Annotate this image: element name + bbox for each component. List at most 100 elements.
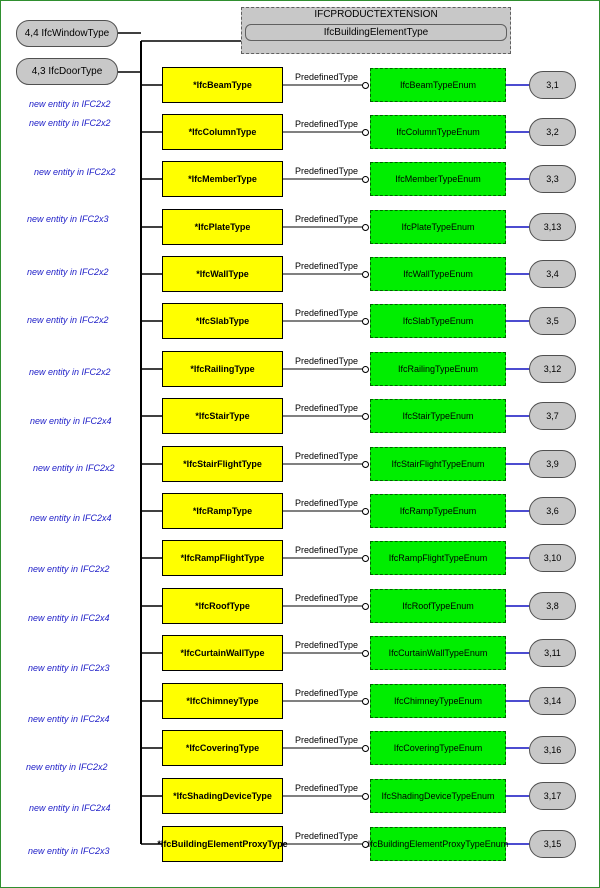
relationship-end-circle (362, 271, 369, 278)
enum-type-box[interactable]: IfcPlateTypeEnum (370, 210, 506, 244)
entity-type-box[interactable]: *IfcCurtainWallType (162, 635, 283, 671)
version-note: new entity in IFC2x4 (28, 714, 110, 724)
entity-type-box[interactable]: *IfcColumnType (162, 114, 283, 150)
ref-door-type[interactable]: 4,3 IfcDoorType (16, 58, 118, 85)
version-note: new entity in IFC2x4 (29, 803, 111, 813)
version-note: new entity in IFC2x2 (33, 463, 115, 473)
page-ref-oval[interactable]: 3,12 (529, 355, 576, 383)
entity-type-box[interactable]: *IfcCoveringType (162, 730, 283, 766)
relationship-end-circle (362, 461, 369, 468)
predefined-type-label: PredefinedType (295, 261, 359, 271)
version-note: new entity in IFC2x3 (28, 663, 110, 673)
entity-type-box[interactable]: *IfcStairFlightType (162, 446, 283, 482)
enum-type-box[interactable]: IfcWallTypeEnum (370, 257, 506, 291)
enum-type-box[interactable]: IfcSlabTypeEnum (370, 304, 506, 338)
page-ref-oval[interactable]: 3,10 (529, 544, 576, 572)
page-ref-oval[interactable]: 3,9 (529, 450, 576, 478)
version-note: new entity in IFC2x3 (28, 846, 110, 856)
predefined-type-label: PredefinedType (295, 403, 359, 413)
relationship-end-circle (362, 129, 369, 136)
enum-type-box[interactable]: IfcBeamTypeEnum (370, 68, 506, 102)
entity-type-box[interactable]: *IfcBuildingElementProxyType (157, 826, 288, 862)
schema-header-box: IFCPRODUCTEXTENSION IfcBuildingElementTy… (241, 7, 511, 54)
version-note: new entity in IFC2x2 (28, 564, 110, 574)
relationship-end-circle (362, 745, 369, 752)
relationship-end-circle (362, 603, 369, 610)
entity-type-box[interactable]: *IfcRampType (162, 493, 283, 529)
predefined-type-label: PredefinedType (295, 498, 359, 508)
version-note: new entity in IFC2x2 (27, 267, 109, 277)
entity-type-box[interactable]: *IfcRampFlightType (162, 540, 283, 576)
enum-type-box[interactable]: IfcColumnTypeEnum (370, 115, 506, 149)
page-ref-oval[interactable]: 3,11 (529, 639, 576, 667)
entity-type-box[interactable]: *IfcRoofType (162, 588, 283, 624)
entity-type-box[interactable]: *IfcWallType (162, 256, 283, 292)
enum-type-box[interactable]: IfcStairFlightTypeEnum (370, 447, 506, 481)
version-note: new entity in IFC2x2 (27, 315, 109, 325)
enum-type-box[interactable]: IfcBuildingElementProxyTypeEnum (368, 827, 508, 861)
page-ref-oval[interactable]: 3,5 (529, 307, 576, 335)
page-ref-oval[interactable]: 3,2 (529, 118, 576, 146)
predefined-type-label: PredefinedType (295, 831, 359, 841)
relationship-end-circle (362, 793, 369, 800)
enum-type-box[interactable]: IfcChimneyTypeEnum (370, 684, 506, 718)
entity-type-box[interactable]: *IfcStairType (162, 398, 283, 434)
page-ref-oval[interactable]: 3,1 (529, 71, 576, 99)
predefined-type-label: PredefinedType (295, 640, 359, 650)
enum-type-box[interactable]: IfcCurtainWallTypeEnum (370, 636, 506, 670)
predefined-type-label: PredefinedType (295, 166, 359, 176)
entity-type-box[interactable]: *IfcShadingDeviceType (162, 778, 283, 814)
enum-type-box[interactable]: IfcMemberTypeEnum (370, 162, 506, 196)
entity-type-box[interactable]: *IfcBeamType (162, 67, 283, 103)
page-ref-oval[interactable]: 3,15 (529, 830, 576, 858)
enum-type-box[interactable]: IfcRoofTypeEnum (370, 589, 506, 623)
relationship-end-circle (362, 82, 369, 89)
predefined-type-label: PredefinedType (295, 735, 359, 745)
relationship-end-circle (362, 698, 369, 705)
version-note: new entity in IFC2x4 (30, 513, 112, 523)
relationship-end-circle (362, 176, 369, 183)
page-ref-oval[interactable]: 3,7 (529, 402, 576, 430)
entity-type-box[interactable]: *IfcMemberType (162, 161, 283, 197)
enum-type-box[interactable]: IfcRailingTypeEnum (370, 352, 506, 386)
relationship-end-circle (362, 366, 369, 373)
predefined-type-label: PredefinedType (295, 214, 359, 224)
entity-type-box[interactable]: *IfcRailingType (162, 351, 283, 387)
predefined-type-label: PredefinedType (295, 119, 359, 129)
relationship-end-circle (362, 413, 369, 420)
relationship-end-circle (362, 318, 369, 325)
entity-type-box[interactable]: *IfcSlabType (162, 303, 283, 339)
relationship-end-circle (362, 555, 369, 562)
relationship-end-circle (362, 508, 369, 515)
predefined-type-label: PredefinedType (295, 451, 359, 461)
enum-type-box[interactable]: IfcCoveringTypeEnum (370, 731, 506, 765)
predefined-type-label: PredefinedType (295, 688, 359, 698)
entity-type-box[interactable]: *IfcPlateType (162, 209, 283, 245)
enum-type-box[interactable]: IfcShadingDeviceTypeEnum (370, 779, 506, 813)
enum-type-box[interactable]: IfcRampTypeEnum (370, 494, 506, 528)
page-ref-oval[interactable]: 3,6 (529, 497, 576, 525)
version-note: new entity in IFC2x2 (34, 167, 116, 177)
page-ref-oval[interactable]: 3,8 (529, 592, 576, 620)
version-note: new entity in IFC2x4 (28, 613, 110, 623)
predefined-type-label: PredefinedType (295, 545, 359, 555)
page-ref-oval[interactable]: 3,16 (529, 736, 576, 764)
ref-window-type[interactable]: 4,4 IfcWindowType (16, 20, 118, 47)
relationship-end-circle (362, 224, 369, 231)
page-ref-oval[interactable]: 3,4 (529, 260, 576, 288)
entity-type-box[interactable]: *IfcChimneyType (162, 683, 283, 719)
page-ref-oval[interactable]: 3,14 (529, 687, 576, 715)
version-note: new entity in IFC2x2 (26, 762, 108, 772)
predefined-type-label: PredefinedType (295, 593, 359, 603)
enum-type-box[interactable]: IfcRampFlightTypeEnum (370, 541, 506, 575)
page-ref-oval[interactable]: 3,17 (529, 782, 576, 810)
version-note: new entity in IFC2x2 (29, 367, 111, 377)
schema-title: IFCPRODUCTEXTENSION (314, 9, 438, 20)
relationship-end-circle (362, 841, 369, 848)
predefined-type-label: PredefinedType (295, 308, 359, 318)
page-ref-oval[interactable]: 3,3 (529, 165, 576, 193)
page-ref-oval[interactable]: 3,13 (529, 213, 576, 241)
enum-type-box[interactable]: IfcStairTypeEnum (370, 399, 506, 433)
